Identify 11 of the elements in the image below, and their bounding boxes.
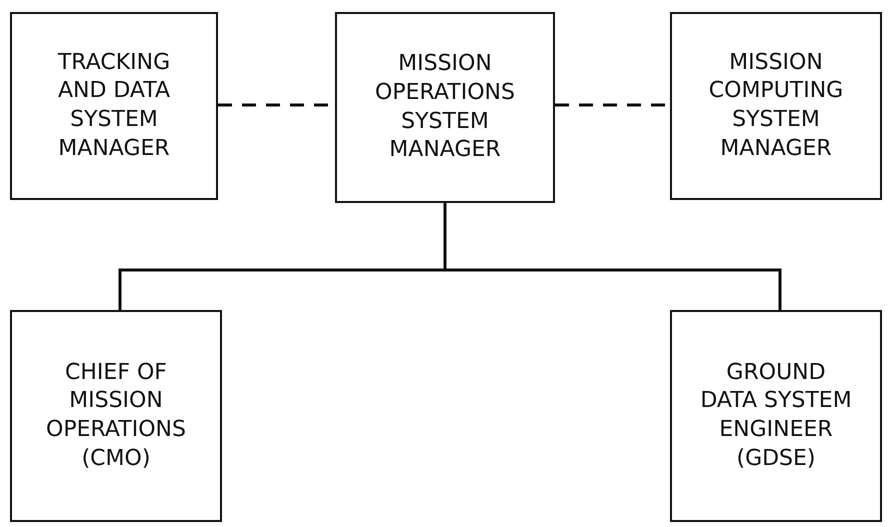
role-title: MISSION OPERATIONS SYSTEM MANAGER	[374, 50, 516, 164]
role-title: TRACKING AND DATA SYSTEM MANAGER	[56, 48, 172, 163]
connector-line	[444, 203, 782, 310]
org-box	[670, 310, 882, 522]
org-box	[10, 310, 222, 522]
role-title: GROUND DATA SYSTEM ENGINEER (GDSE)	[699, 358, 853, 473]
role-title: MISSION COMPUTING SYSTEM MANAGER	[708, 48, 844, 163]
role-title: CHIEF OF MISSION OPERATIONS (CMO)	[45, 358, 187, 473]
org-box	[670, 12, 882, 200]
org-box	[335, 12, 555, 203]
org-box	[10, 12, 218, 200]
